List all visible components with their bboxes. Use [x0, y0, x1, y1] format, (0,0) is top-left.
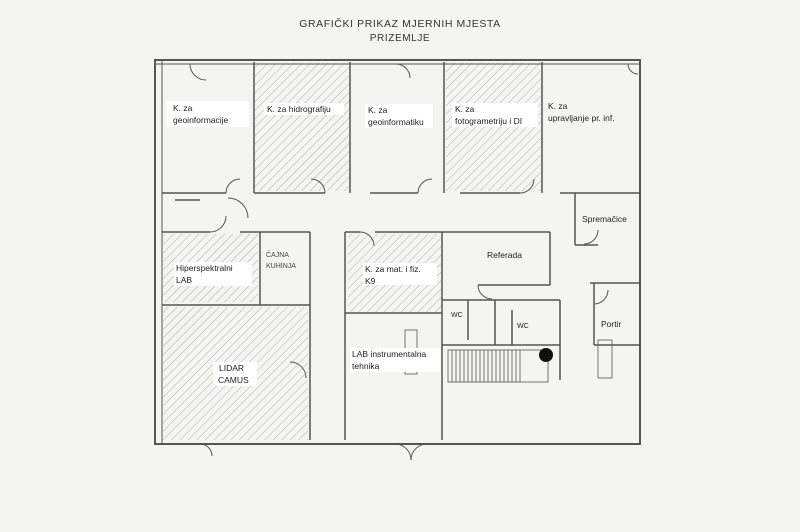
hatch-k-hidrografiju [255, 63, 350, 191]
staircase [404, 329, 613, 383]
label-referada: Referada [487, 250, 522, 260]
plan-subtitle: PRIZEMLJE [369, 33, 431, 44]
interior-walls [162, 62, 640, 440]
door-arc-1 [189, 63, 207, 81]
doors [189, 63, 639, 461]
door-arc-17 [199, 443, 213, 457]
door-arc-7 [519, 178, 535, 194]
door-arc-2 [395, 63, 411, 79]
door-arc-8 [209, 215, 227, 233]
door-arc-15 [394, 443, 412, 461]
door-arc-13 [289, 361, 307, 379]
label-k-mat-fiz: K. za mat. i fiz.K9 [365, 264, 421, 286]
door-arc-9 [359, 231, 375, 247]
label-wc-2: WC [517, 323, 529, 330]
door-arc-4 [225, 178, 241, 194]
door-arc-11 [583, 229, 599, 245]
door-arc-12 [477, 284, 493, 300]
door-arc-14 [593, 289, 609, 305]
plan-title: GRAFIČKI PRIKAZ MJERNIH MJESTA [299, 18, 501, 30]
door-arc-3 [627, 63, 639, 75]
stair-outline [447, 349, 549, 383]
door-arc-16 [410, 443, 428, 461]
label-portir: Portir [601, 319, 621, 329]
door-arc-5 [310, 178, 326, 194]
door-arc-6 [417, 178, 433, 194]
label-wc-1: WC [451, 312, 463, 319]
portir-box [597, 339, 613, 379]
measurement-marker [539, 348, 553, 362]
label-k-hidrografiju: K. za hidrografiju [267, 104, 331, 114]
door-arc-10 [227, 197, 249, 219]
label-spremacice: Spremačice [582, 214, 627, 224]
